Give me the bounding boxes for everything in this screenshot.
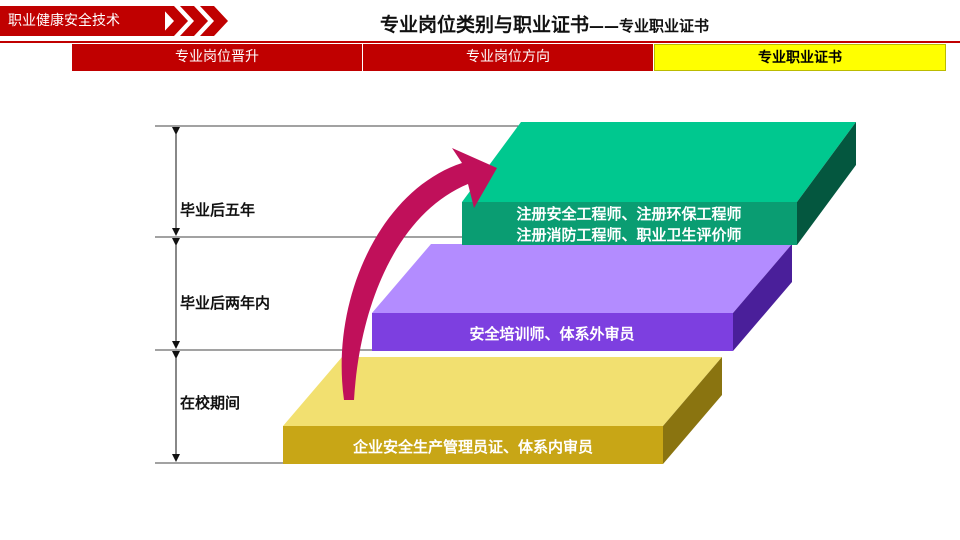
step-middle: 安全培训师、体系外审员: [372, 244, 792, 351]
step-top: 注册安全工程师、注册环保工程师 注册消防工程师、职业卫生评价师: [462, 122, 856, 245]
step-top-line2: 注册消防工程师、职业卫生评价师: [516, 226, 741, 244]
tab-career-promotion[interactable]: 专业岗位晋升: [72, 44, 363, 71]
step-bottom-label: 企业安全生产管理员证、体系内审员: [352, 438, 593, 456]
step-top-line1: 注册安全工程师、注册环保工程师: [516, 205, 741, 223]
tab-career-direction[interactable]: 专业岗位方向: [363, 44, 654, 71]
header-divider: [0, 41, 960, 43]
title-sub: ——专业职业证书: [589, 17, 710, 35]
tab-certificates[interactable]: 专业职业证书: [654, 44, 946, 71]
stage-label-in-school: 在校期间: [180, 394, 240, 412]
brand-label: 职业健康安全技术: [0, 6, 165, 36]
chevron-decoration-icon: [160, 6, 228, 36]
page-title: 专业岗位类别与职业证书——专业职业证书: [380, 10, 709, 37]
title-main: 专业岗位类别与职业证书: [380, 14, 590, 36]
stage-label-five-years: 毕业后五年: [180, 201, 255, 219]
step-bottom: 企业安全生产管理员证、体系内审员: [283, 357, 722, 464]
stage-label-two-years: 毕业后两年内: [180, 294, 270, 312]
step-middle-label: 安全培训师、体系外审员: [469, 325, 634, 343]
progress-arrow-icon: [341, 148, 497, 400]
tab-bar: 专业岗位晋升 专业岗位方向 专业职业证书: [72, 44, 946, 71]
